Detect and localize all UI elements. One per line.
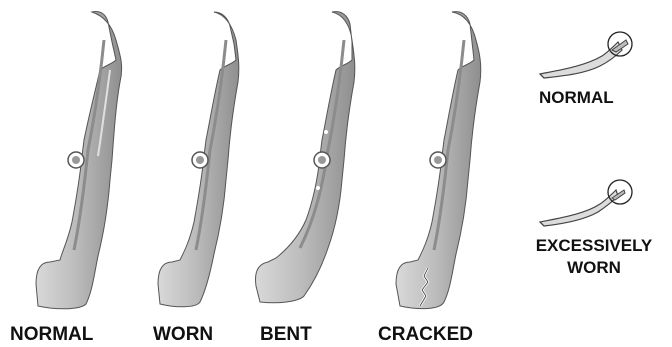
blade-worn [158, 12, 239, 307]
edge-detail-normal [540, 32, 632, 78]
label-normal-blade: NORMAL [10, 325, 93, 344]
blade-bent [256, 12, 355, 303]
label-normal-edge: NORMAL [539, 89, 614, 106]
label-worn-blade: WORN [153, 325, 213, 344]
blade-cracked [396, 12, 481, 309]
magnifier-circle [608, 180, 632, 204]
label-excessively-worn-line2: WORN [522, 259, 666, 276]
edge-detail-excessively-worn [540, 180, 632, 226]
label-bent-blade: BENT [260, 325, 312, 344]
label-cracked-blade: CRACKED [378, 325, 473, 344]
blade-normal [36, 11, 122, 308]
label-excessively-worn-line1: EXCESSIVELY [522, 237, 666, 254]
